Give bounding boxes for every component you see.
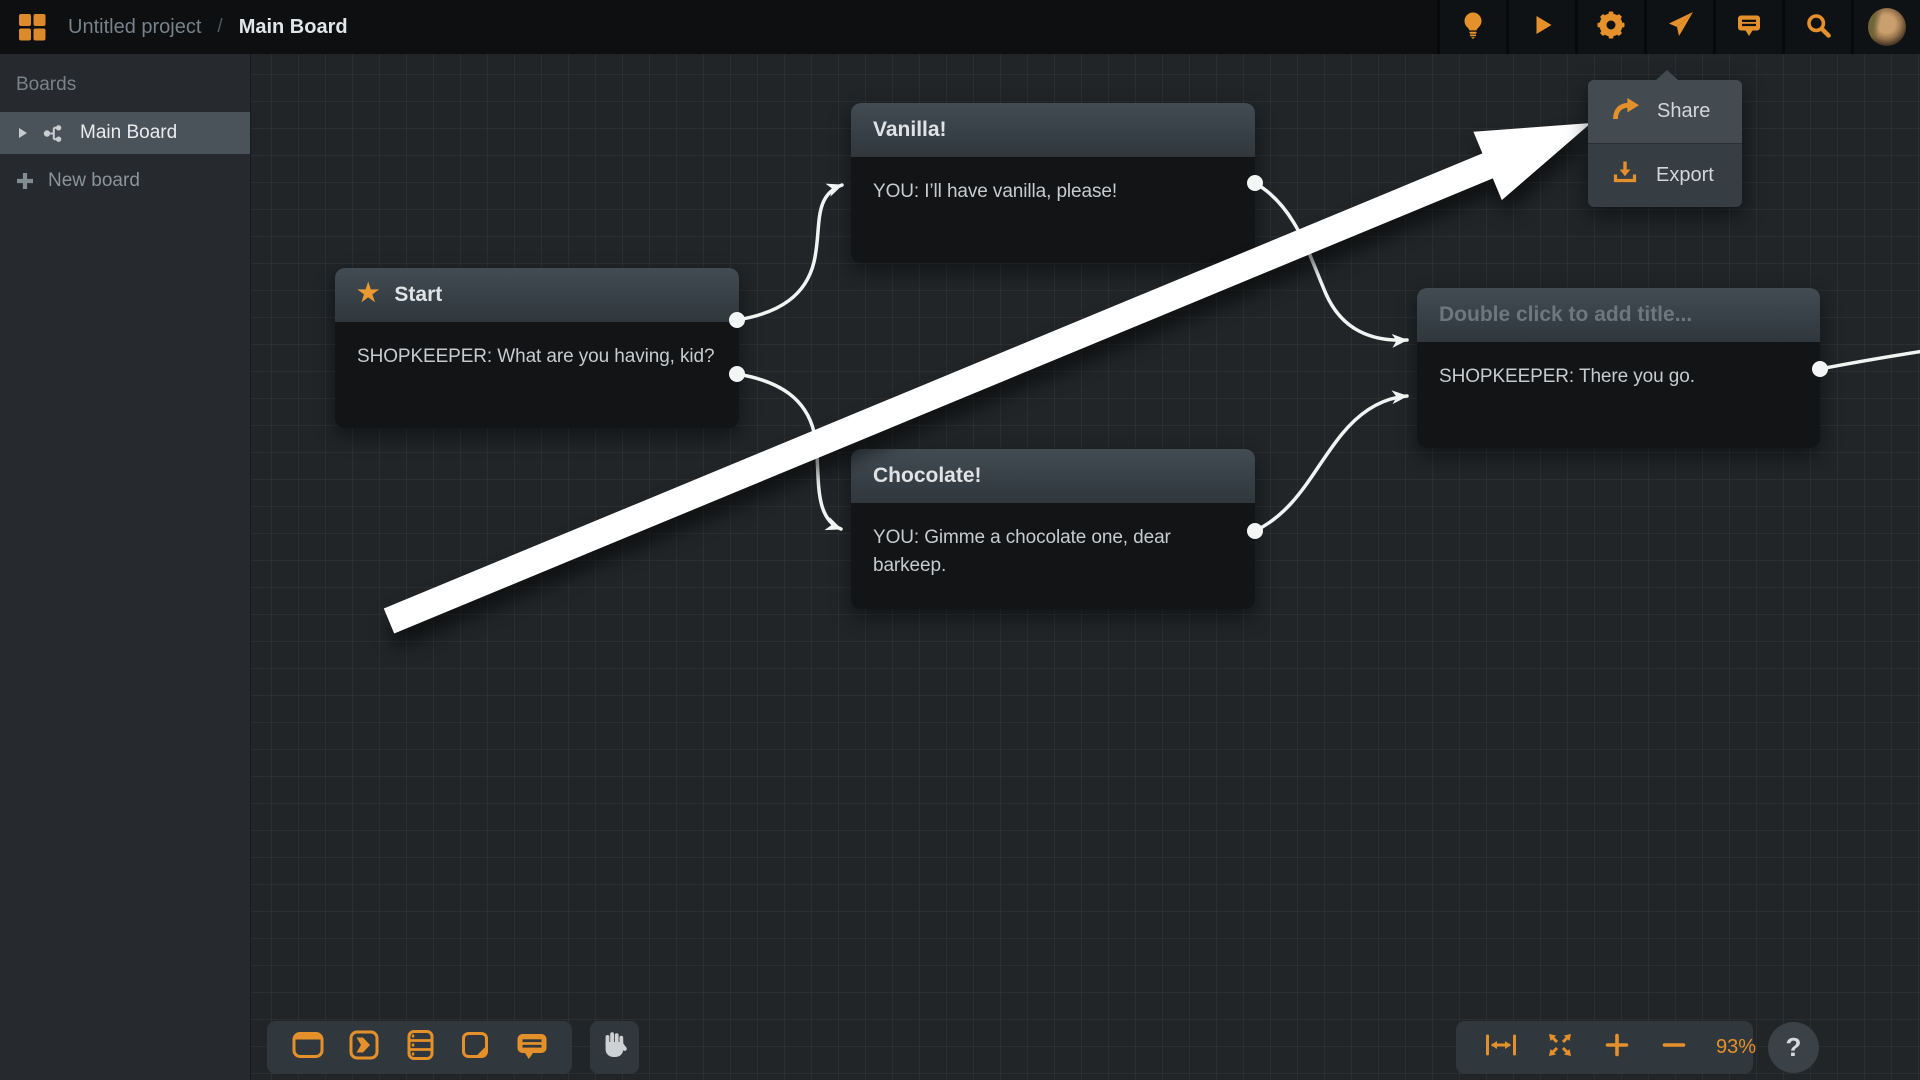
help-label: ?	[1785, 1032, 1802, 1062]
download-icon	[1611, 159, 1639, 193]
help-button[interactable]: ?	[1768, 1022, 1819, 1073]
top-bar: Untitled project / Main Board	[0, 0, 1920, 54]
share-export-menu: Share Export	[1588, 70, 1742, 207]
menu-item-export[interactable]: Export	[1588, 143, 1742, 207]
chevron-right-icon[interactable]	[19, 128, 27, 138]
hand-pan-icon	[600, 1029, 630, 1066]
share-arrow-icon	[1611, 95, 1640, 128]
node-body-text: YOU: Gimme a chocolate one, dear barkeep…	[873, 527, 1171, 576]
breadcrumb-project[interactable]: Untitled project	[68, 15, 202, 38]
node-vanilla[interactable]: Vanilla! YOU: I’ll have vanilla, please!	[851, 103, 1255, 263]
zoom-in-button[interactable]	[1602, 1030, 1632, 1065]
menu-item-share[interactable]: Share	[1588, 80, 1742, 143]
add-branch-button[interactable]	[348, 1029, 380, 1066]
settings-gear-icon	[1597, 11, 1625, 44]
new-board-button[interactable]: New board	[0, 157, 250, 205]
node-body-text: YOU: I’ll have vanilla, please!	[873, 181, 1118, 202]
comments-icon	[1735, 11, 1763, 43]
play-button[interactable]	[1506, 0, 1575, 54]
sidebar-heading: Boards	[16, 74, 77, 95]
fit-width-icon	[1484, 1031, 1518, 1064]
expand-icon	[1545, 1030, 1575, 1065]
menu-item-label: Export	[1656, 164, 1714, 186]
note-icon	[459, 1029, 491, 1066]
boards-sidebar: Boards Main Board New board	[0, 54, 251, 1080]
zoom-level[interactable]: 93%	[1716, 1036, 1757, 1058]
pan-tool-button[interactable]	[590, 1021, 639, 1074]
add-note-button[interactable]	[459, 1029, 491, 1066]
start-star-icon: ★	[357, 279, 380, 307]
idea-bulb-icon	[1459, 10, 1487, 45]
add-comment-button[interactable]	[515, 1030, 549, 1066]
search-icon	[1804, 11, 1832, 44]
plus-icon	[15, 171, 35, 191]
menu-caret	[1656, 70, 1678, 80]
breadcrumb-separator: /	[217, 16, 223, 37]
create-toolbar	[267, 1021, 572, 1074]
node-title: Chocolate!	[873, 464, 982, 487]
node-chocolate[interactable]: Chocolate! YOU: Gimme a chocolate one, d…	[851, 449, 1255, 609]
component-icon	[404, 1029, 436, 1066]
node-start-header[interactable]: ★ Start	[335, 268, 739, 322]
idea-bulb-button[interactable]	[1437, 0, 1506, 54]
node-body-text: SHOPKEEPER: There you go.	[1439, 366, 1695, 387]
share-send-icon	[1666, 10, 1695, 44]
node-body-text: SHOPKEEPER: What are you having, kid?	[357, 346, 715, 367]
breadcrumb-board: Main Board	[238, 15, 348, 38]
user-avatar	[1868, 8, 1906, 46]
search-button[interactable]	[1782, 0, 1851, 54]
node-title: Vanilla!	[873, 118, 947, 141]
sidebar-item-main-board[interactable]: Main Board	[0, 112, 250, 154]
fit-screen-button[interactable]	[1545, 1030, 1575, 1065]
add-component-button[interactable]	[404, 1029, 436, 1066]
apps-grid-icon[interactable]	[14, 9, 50, 45]
zoom-out-button[interactable]	[1659, 1030, 1689, 1065]
node-chocolate-header[interactable]: Chocolate!	[851, 449, 1255, 503]
node-untitled-header[interactable]: Double click to add title...	[1417, 288, 1820, 342]
settings-button[interactable]	[1575, 0, 1644, 54]
board-flow-icon	[42, 122, 65, 145]
comments-button[interactable]	[1713, 0, 1782, 54]
node-vanilla-header[interactable]: Vanilla!	[851, 103, 1255, 157]
node-start[interactable]: ★ Start SHOPKEEPER: What are you having,…	[335, 268, 739, 428]
node-untitled[interactable]: Double click to add title... SHOPKEEPER:…	[1417, 288, 1820, 448]
new-board-label: New board	[48, 170, 140, 191]
zoom-out-icon	[1659, 1030, 1689, 1065]
comment-icon	[515, 1030, 549, 1066]
branch-icon	[348, 1029, 380, 1066]
user-avatar-button[interactable]	[1851, 0, 1920, 54]
node-title: Start	[394, 283, 443, 306]
element-icon	[291, 1030, 325, 1065]
zoom-in-icon	[1602, 1030, 1632, 1065]
zoom-toolbar: 93%	[1456, 1021, 1757, 1074]
menu-item-label: Share	[1657, 100, 1711, 122]
share-send-button[interactable]	[1644, 0, 1713, 54]
fit-width-button[interactable]	[1484, 1031, 1518, 1064]
play-icon	[1528, 11, 1556, 44]
add-element-button[interactable]	[291, 1030, 325, 1065]
node-title-placeholder: Double click to add title...	[1439, 303, 1693, 326]
sidebar-item-label: Main Board	[80, 122, 178, 143]
